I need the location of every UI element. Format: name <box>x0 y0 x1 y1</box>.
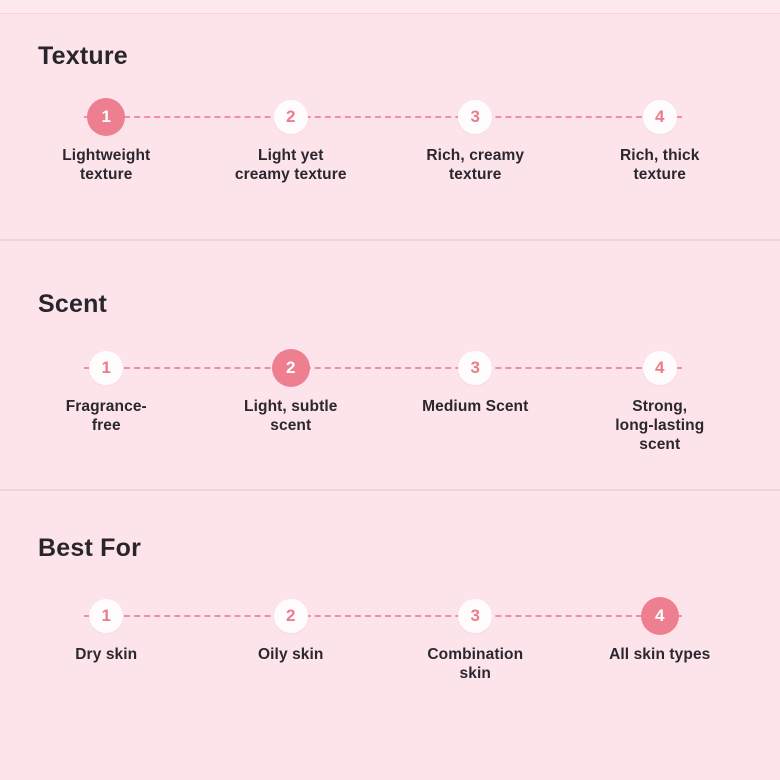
section-best-for: Best For 1 Dry skin 2 Oily skin 3 Combin… <box>0 491 780 778</box>
step-circle: 4 <box>642 100 677 134</box>
texture-step-1: 1 Lightweight texture <box>14 98 199 185</box>
dashed-track <box>84 615 682 617</box>
step-label: All skin types <box>609 646 711 663</box>
section-scent: Scent 1 Fragrance- free 2 Light, subtle … <box>0 241 780 491</box>
step-label: Rich, thick texture <box>620 147 700 183</box>
section-title-best-for: Best For <box>38 534 142 562</box>
scent-stepper: 1 Fragrance- free 2 Light, subtle scent … <box>14 349 752 455</box>
texture-step-3: 3 Rich, creamy texture <box>383 98 568 185</box>
step-label: Strong, long-lasting scent <box>615 398 705 453</box>
step-circle: 3 <box>458 351 493 385</box>
dashed-track <box>84 367 682 369</box>
best-for-step-1: 1 Dry skin <box>14 597 199 684</box>
section-title-scent: Scent <box>38 290 108 318</box>
step-circle: 1 <box>89 351 124 385</box>
step-label: Lightweight texture <box>62 147 151 183</box>
step-circle-selected: 1 <box>87 98 126 136</box>
scent-step-3: 3 Medium Scent <box>383 349 568 455</box>
step-label: Rich, creamy texture <box>426 147 525 183</box>
step-circle: 1 <box>89 599 124 633</box>
dashed-track <box>84 116 682 118</box>
step-label: Dry skin <box>75 646 138 663</box>
best-for-step-2: 2 Oily skin <box>199 597 384 684</box>
step-circle: 2 <box>273 100 308 134</box>
step-label: Medium Scent <box>422 398 529 415</box>
scent-step-4: 4 Strong, long-lasting scent <box>568 349 753 455</box>
scent-step-2: 2 Light, subtle scent <box>199 349 384 455</box>
section-title-texture: Texture <box>38 42 128 70</box>
texture-stepper: 1 Lightweight texture 2 Light yet creamy… <box>14 98 752 185</box>
best-for-step-3: 3 Combination skin <box>383 597 568 684</box>
step-circle-selected: 2 <box>271 349 310 387</box>
step-label: Light yet creamy texture <box>234 147 347 183</box>
step-label: Oily skin <box>257 646 324 663</box>
step-label: Combination skin <box>427 646 524 682</box>
best-for-stepper: 1 Dry skin 2 Oily skin 3 Combination ski… <box>14 597 752 684</box>
step-circle: 4 <box>642 351 677 385</box>
step-circle: 3 <box>458 100 493 134</box>
section-texture: Texture 1 Lightweight texture 2 Light ye… <box>0 14 780 241</box>
top-divider-strip <box>0 0 780 14</box>
texture-step-4: 4 Rich, thick texture <box>568 98 753 185</box>
step-label: Light, subtle scent <box>244 398 338 434</box>
step-label: Fragrance- free <box>65 398 147 434</box>
texture-step-2: 2 Light yet creamy texture <box>199 98 384 185</box>
scent-step-1: 1 Fragrance- free <box>14 349 199 455</box>
step-circle: 3 <box>458 599 493 633</box>
step-circle-selected: 4 <box>640 597 679 635</box>
step-circle: 2 <box>273 599 308 633</box>
best-for-step-4: 4 All skin types <box>568 597 753 684</box>
